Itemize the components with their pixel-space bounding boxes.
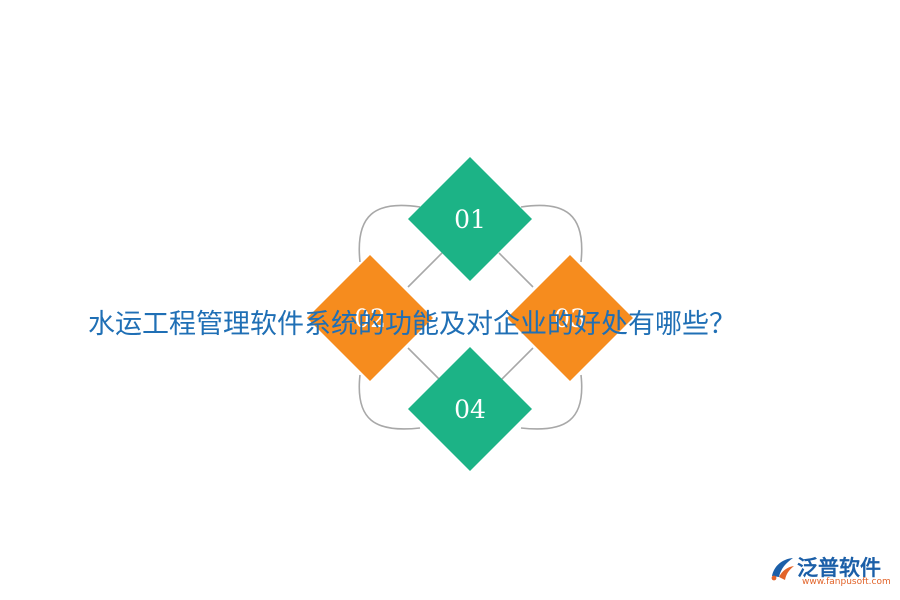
diamond-03-shape <box>507 255 633 381</box>
diamond-02: 02 <box>307 255 433 381</box>
diamond-04-label: 04 <box>454 395 486 424</box>
diamond-02-shape <box>307 255 433 381</box>
connector-curves <box>358 204 583 430</box>
curve-bottom-right <box>520 374 583 430</box>
diamond-02-label: 02 <box>354 304 386 333</box>
logo-name: 泛普软件 <box>797 556 881 580</box>
logo-mark-icon <box>771 558 794 581</box>
diamond-04-shape <box>408 347 532 471</box>
diamond-03: 03 <box>507 255 633 381</box>
diamond-01: 01 <box>408 157 532 281</box>
diamond-01-label: 01 <box>454 205 486 234</box>
logo-url: www.fanpusoft.com <box>802 577 891 587</box>
diamond-04: 04 <box>408 347 532 471</box>
inner-line-top-right <box>498 252 534 288</box>
page-title: 水运工程管理软件系统的功能及对企业的好处有哪些？ <box>88 309 736 340</box>
curve-bottom-left <box>358 374 421 430</box>
curve-top-right <box>520 204 583 263</box>
curve-top-left <box>358 204 421 263</box>
diamond-03-label: 03 <box>554 304 586 333</box>
inner-line-top-left <box>407 252 443 288</box>
inner-line-bottom-left <box>407 347 443 383</box>
diamond-01-shape <box>408 157 532 281</box>
brand-logo: 泛普软件 www.fanpusoft.com <box>768 552 893 592</box>
inner-line-bottom-right <box>498 347 534 383</box>
